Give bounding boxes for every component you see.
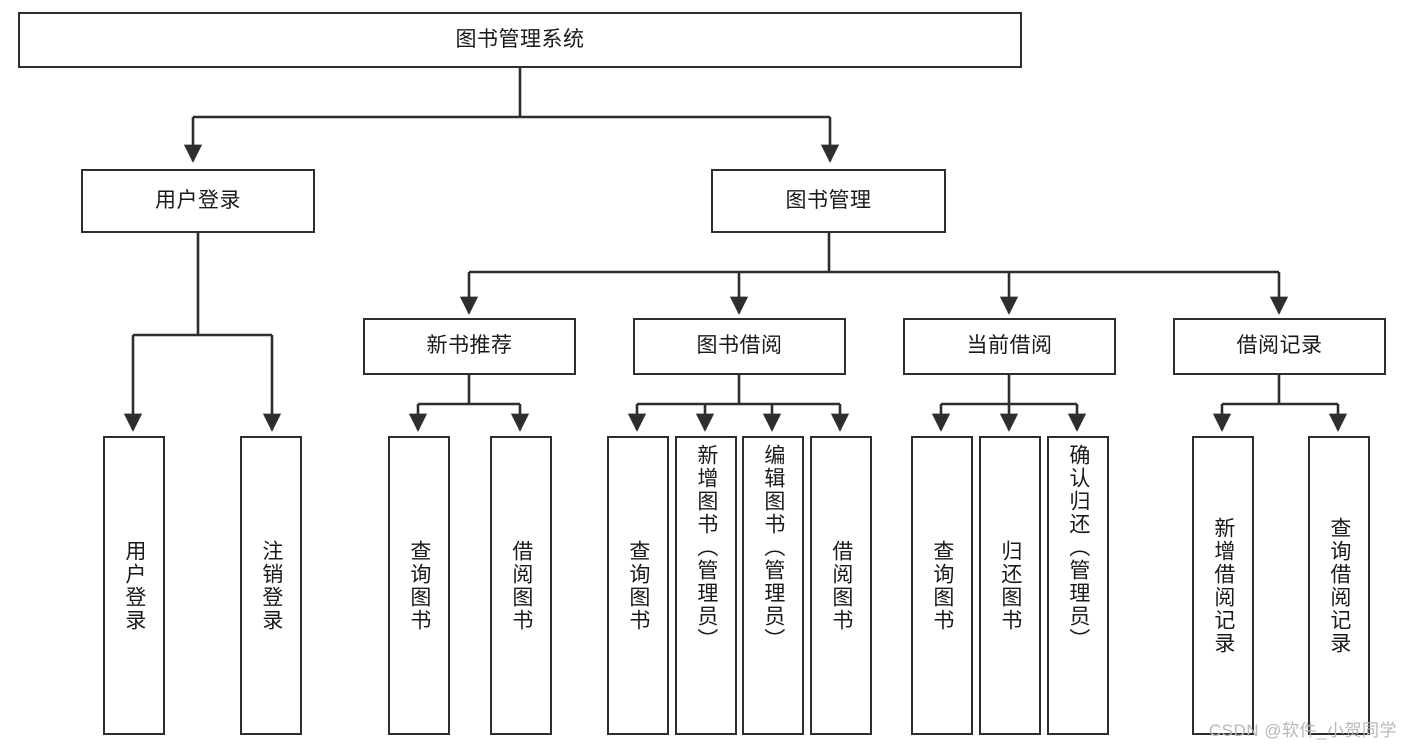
node-label: 注销登录	[259, 539, 283, 632]
node-label: 用户登录	[155, 188, 241, 212]
leaf-current-return-book[interactable]: 归还图书	[979, 436, 1041, 735]
node-borrow-record[interactable]: 借阅记录	[1173, 318, 1386, 375]
leaf-user-login-login[interactable]: 用户登录	[103, 436, 165, 735]
node-label: 借阅图书	[829, 539, 853, 632]
node-label: 归还图书	[998, 539, 1022, 632]
node-new-book-recommend[interactable]: 新书推荐	[363, 318, 576, 375]
node-label: 查询图书	[407, 539, 431, 632]
leaf-borrow-edit-book-admin[interactable]: 编辑图书（管理员）	[742, 436, 804, 735]
watermark-text: CSDN @软件_小贺同学	[1208, 721, 1397, 740]
leaf-user-login-logout[interactable]: 注销登录	[240, 436, 302, 735]
node-label: 新增借阅记录	[1211, 516, 1235, 655]
node-label: 借阅记录	[1236, 334, 1323, 358]
node-label: 当前借阅	[966, 334, 1053, 358]
node-label: 查询图书	[626, 539, 650, 632]
node-label: 新增图书（管理员）	[694, 444, 718, 651]
node-label: 图书管理	[785, 188, 872, 212]
leaf-record-add-record[interactable]: 新增借阅记录	[1192, 436, 1254, 735]
leaf-recommend-borrow-book[interactable]: 借阅图书	[490, 436, 552, 735]
node-label: 查询借阅记录	[1327, 516, 1351, 655]
node-label: 图书借阅	[696, 334, 783, 358]
node-label: 图书管理系统	[455, 27, 585, 51]
leaf-current-query-book[interactable]: 查询图书	[911, 436, 973, 735]
leaf-borrow-query-book[interactable]: 查询图书	[607, 436, 669, 735]
node-current-borrow[interactable]: 当前借阅	[903, 318, 1116, 375]
node-label: 借阅图书	[509, 539, 533, 632]
node-label: 新书推荐	[426, 334, 513, 358]
leaf-recommend-query-book[interactable]: 查询图书	[388, 436, 450, 735]
node-book-management[interactable]: 图书管理	[711, 169, 946, 233]
node-root-system[interactable]: 图书管理系统	[18, 12, 1022, 68]
node-book-borrow[interactable]: 图书借阅	[633, 318, 846, 375]
node-label: 编辑图书（管理员）	[761, 444, 785, 651]
leaf-borrow-add-book-admin[interactable]: 新增图书（管理员）	[675, 436, 737, 735]
node-user-login[interactable]: 用户登录	[81, 169, 315, 233]
leaf-record-query-record[interactable]: 查询借阅记录	[1308, 436, 1370, 735]
node-label: 查询图书	[930, 539, 954, 632]
node-label: 用户登录	[122, 539, 146, 632]
leaf-borrow-borrow-book[interactable]: 借阅图书	[810, 436, 872, 735]
node-label: 确认归还（管理员）	[1066, 444, 1090, 651]
leaf-current-confirm-return-admin[interactable]: 确认归还（管理员）	[1047, 436, 1109, 735]
